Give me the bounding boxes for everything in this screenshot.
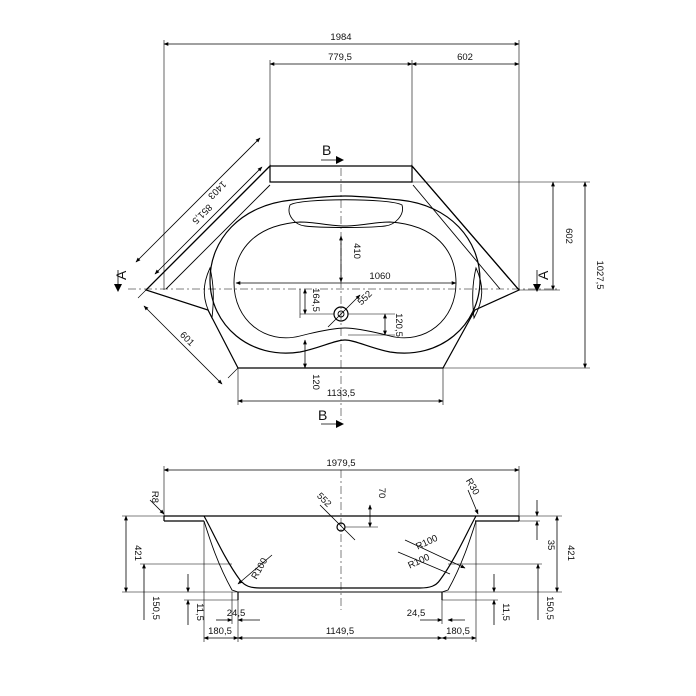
section-height-right: 421 <box>565 545 576 561</box>
drain-inner <box>337 310 345 318</box>
dim-left-extent: 779,5 <box>328 52 352 63</box>
dim-drain-diameter: 552 <box>356 289 375 308</box>
section-foot-left: 11,5 <box>194 603 205 621</box>
section-radius-r100-left: R100 <box>249 556 270 581</box>
section-shell-inner <box>203 520 477 593</box>
dim-front-depth: 120 <box>310 374 321 390</box>
section-rim-thickness: 35 <box>545 540 556 551</box>
section-overflow-height: 70 <box>376 488 387 499</box>
section-radius-r100-right-2: R100 <box>406 552 431 572</box>
dim-drain-offset: 164,5 <box>310 288 321 312</box>
section-a-right-marker: A <box>533 270 551 292</box>
section-radius-r30: R30 <box>463 476 481 497</box>
dim-overall-width: 1984 <box>330 32 351 43</box>
section-b-top-marker: B <box>321 142 344 164</box>
headrest <box>288 199 403 228</box>
section-drain-diameter: 552 <box>314 491 333 510</box>
section-radius-r100-right-1: R100 <box>414 533 439 553</box>
section-foot-right: 11,5 <box>500 603 511 621</box>
section-overall-width: 1979,5 <box>326 458 355 469</box>
section-view: 1979,5 R8 R30 552 70 R100 R100 R100 421 … <box>122 458 576 642</box>
svg-text:B: B <box>322 142 331 158</box>
handle-left <box>203 266 214 320</box>
svg-text:A: A <box>113 270 129 280</box>
dim-drain-vertical: 120,5 <box>393 313 404 337</box>
dim-right-extent: 602 <box>457 52 473 63</box>
dim-diagonal-long: 1403 <box>205 178 228 201</box>
svg-text:B: B <box>318 407 327 423</box>
section-shell <box>203 515 477 589</box>
section-inner-right: 24,5 <box>407 608 426 619</box>
basin-inner <box>233 221 457 339</box>
section-base-right: 180,5 <box>446 626 470 637</box>
section-bottom-width: 1149,5 <box>326 626 354 637</box>
basin-outline <box>209 195 481 354</box>
dim-headrest-depth: 410 <box>351 243 362 259</box>
dim-front-width: 1133,5 <box>327 388 355 399</box>
handle-right <box>472 266 483 320</box>
section-base-left: 180,5 <box>208 626 232 637</box>
section-floor-right: 150,5 <box>544 596 555 620</box>
svg-text:A: A <box>535 270 551 280</box>
section-radius-r8: R8 <box>149 491 160 503</box>
section-height-left: 421 <box>132 545 143 561</box>
dim-total-depth: 1027,5 <box>594 260 605 289</box>
dim-left-side: 601 <box>177 330 196 349</box>
section-inner-left: 24,5 <box>227 608 246 619</box>
tub-rim-right <box>411 165 520 291</box>
dim-basin-width: 1060 <box>369 271 390 282</box>
top-view: 1984 779,5 602 1403 851,5 602 1027,5 106… <box>113 32 605 428</box>
inner-rim-right <box>412 184 501 290</box>
section-b-bottom-marker: B <box>318 407 344 428</box>
section-floor-left: 150,5 <box>150 596 161 620</box>
dim-right-side: 602 <box>563 228 574 244</box>
section-a-left-marker: A <box>113 270 129 292</box>
